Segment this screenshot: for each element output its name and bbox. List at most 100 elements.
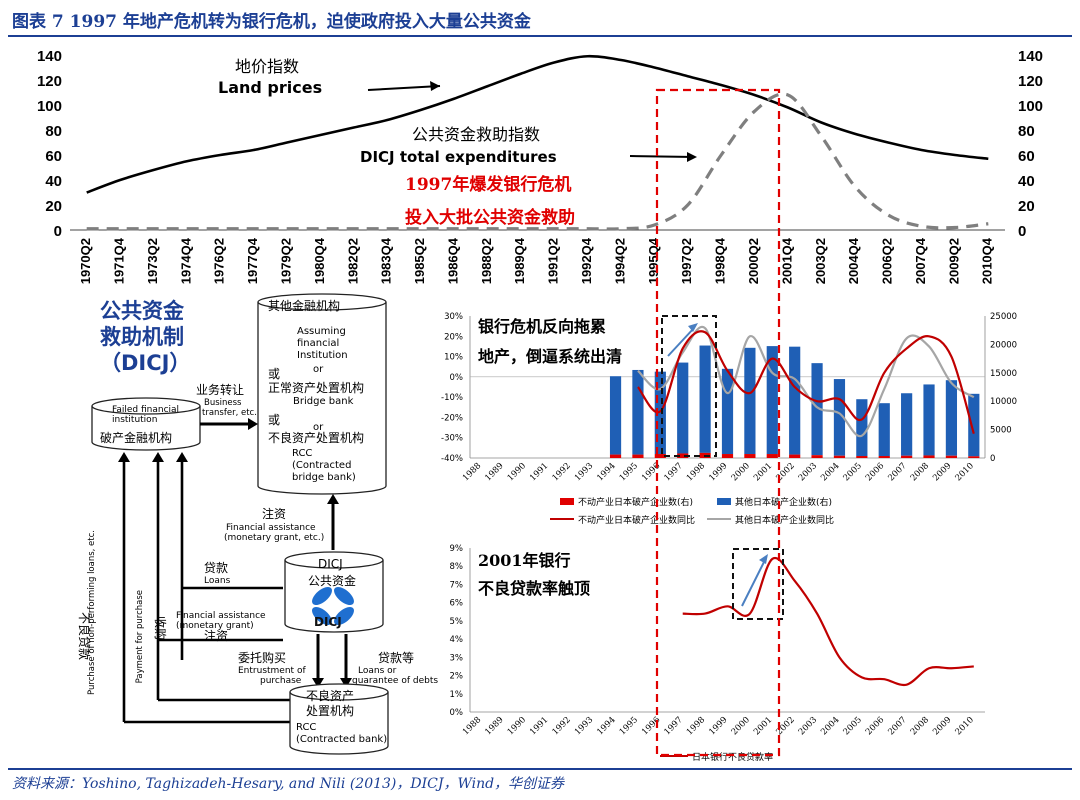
other-rcc2: (Contracted [292, 460, 351, 471]
top-annotation-1: 1997年爆发银行危机 [405, 174, 571, 195]
other-rcc3: bridge bank) [292, 472, 356, 483]
v1-cn: 不良贷款 [77, 612, 92, 660]
dicj-logo-petal [312, 587, 332, 605]
top-ytick-left: 100 [37, 98, 62, 115]
mid-ytick-left: -30% [441, 434, 463, 444]
diagram-title-2: 救助机制 [100, 325, 184, 349]
v2-cn: 收购 [153, 616, 168, 640]
flow-vertical-head-0 [118, 452, 130, 462]
bot-xtick: 1996 [640, 715, 662, 737]
mid-xtick: 1997 [662, 461, 684, 483]
inject-en1: Financial assistance [226, 523, 316, 533]
mid-bar-realestate [609, 454, 622, 458]
dicj-en: DICJ [318, 557, 343, 571]
mid-xtick: 1993 [573, 461, 595, 483]
header-rule [8, 35, 1072, 37]
top-ytick-left: 0 [54, 223, 62, 240]
mid-xtick: 1988 [461, 461, 483, 483]
mid-bar-other [968, 393, 980, 457]
top-xtick: 1995Q4 [646, 237, 661, 284]
bot-xtick: 2009 [931, 715, 953, 737]
bot-xtick: 2004 [819, 715, 841, 737]
mid-xtick: 1995 [618, 461, 640, 483]
top-xtick: 1994Q2 [612, 238, 627, 284]
bot-ytick: 8% [450, 562, 464, 572]
mid-bar-realestate [968, 456, 980, 458]
mid-bar-realestate [945, 455, 958, 458]
bot-ytick: 0% [450, 708, 464, 718]
dicj-logo-text: DICJ [314, 615, 342, 629]
mid-trend-arrowhead [688, 323, 698, 332]
bot-ytick: 2% [450, 672, 464, 682]
rcc-cylinder-top [289, 683, 389, 701]
top-xtick: 1974Q4 [178, 237, 193, 284]
top-xtick: 2007Q4 [913, 237, 928, 284]
mid-annotation-2: 地产，倒逼系统出清 [478, 347, 622, 366]
other-institution-cylinder-top [257, 293, 387, 311]
mid-bar-realestate [878, 456, 890, 458]
figure-title: 图表 7 1997 年地产危机转为银行危机，迫使政府投入大量公共资金 [12, 12, 531, 32]
land-prices-arrow [367, 85, 441, 91]
top-xtick: 2004Q4 [846, 237, 861, 284]
transfer-en1: Business [204, 398, 242, 408]
mid-chart-bankruptcies: -40%-30%-20%-10%0%10%20%30%0500010000150… [441, 312, 1017, 526]
mid-xtick: 1996 [640, 461, 662, 483]
mid-bar-other [699, 345, 711, 453]
mid-xtick: 1992 [551, 461, 573, 483]
dicj-cylinder [284, 560, 384, 633]
fa-en2: (monetary grant) [176, 621, 254, 631]
bot-xtick: 2007 [886, 715, 908, 737]
mid-ytick-left: 0% [450, 373, 464, 383]
mid-bar-other [744, 347, 756, 455]
mid-bar-other [632, 369, 644, 455]
dicj-logo-petal [334, 607, 354, 625]
mid-xtick: 1989 [483, 461, 505, 483]
mid-annotation-1: 银行危机反向拖累 [478, 317, 606, 336]
mid-legend-label: 不动产业日本破产企业数同比 [578, 514, 695, 526]
transfer-cn: 业务转让 [196, 382, 244, 397]
other-or2-cn: 或 [268, 413, 280, 427]
other-cn: 其他金融机构 [268, 298, 340, 313]
mid-bar-other [811, 363, 823, 456]
mid-bar-other [901, 393, 913, 456]
other-a1: Assuming [297, 326, 346, 337]
top-xtick: 1973Q2 [145, 238, 160, 284]
source-note: 资料来源：Yoshino, Taghizadeh-Hesary, and Nil… [12, 776, 565, 792]
bot-xtick: 2010 [954, 715, 976, 737]
mid-ytick-right: 0 [990, 454, 995, 464]
top-ytick-right: 120 [1018, 73, 1043, 90]
top-xtick: 2009Q2 [946, 238, 961, 284]
top-xtick: 1983Q4 [379, 237, 394, 284]
dicj-label-en: DICJ total expenditures [360, 148, 557, 166]
mid-bar-realestate [744, 454, 756, 458]
top-xtick: 2003Q2 [813, 238, 828, 284]
mid-ytick-left: 10% [444, 353, 463, 363]
bot-ytick: 9% [450, 544, 464, 554]
top-xtick: 1970Q2 [78, 238, 93, 284]
top-xtick: 1979Q2 [278, 238, 293, 284]
dicj-logo-petal [312, 607, 332, 625]
mid-xtick: 2008 [909, 461, 931, 483]
debts-cn: 贷款等 [378, 651, 414, 665]
mid-legend-swatch [560, 498, 574, 505]
top-ytick-right: 0 [1018, 223, 1026, 240]
mid-bar-other [677, 362, 689, 454]
top-xtick: 1988Q2 [479, 238, 494, 284]
mid-bar-other [856, 399, 868, 457]
mid-xtick: 2007 [886, 461, 908, 483]
entrust-cn: 委托购买 [238, 650, 286, 665]
dicj-arrowhead [687, 152, 697, 162]
mid-xtick: 1994 [595, 461, 617, 483]
mid-bar-realestate [901, 455, 913, 458]
top-xtick: 2001Q4 [779, 237, 794, 284]
bot-ytick: 4% [450, 635, 464, 645]
v1-en: Purchase of non-performing loans, etc. [87, 530, 97, 695]
bot-xtick: 1990 [506, 715, 528, 737]
mid-bar-realestate [856, 456, 868, 458]
bot-annotation-1: 2001年银行 [478, 551, 571, 570]
mid-line-realestate-yoy [637, 330, 975, 434]
failed-en1: Failed financial [112, 405, 179, 415]
top-xtick: 1971Q4 [112, 237, 127, 284]
